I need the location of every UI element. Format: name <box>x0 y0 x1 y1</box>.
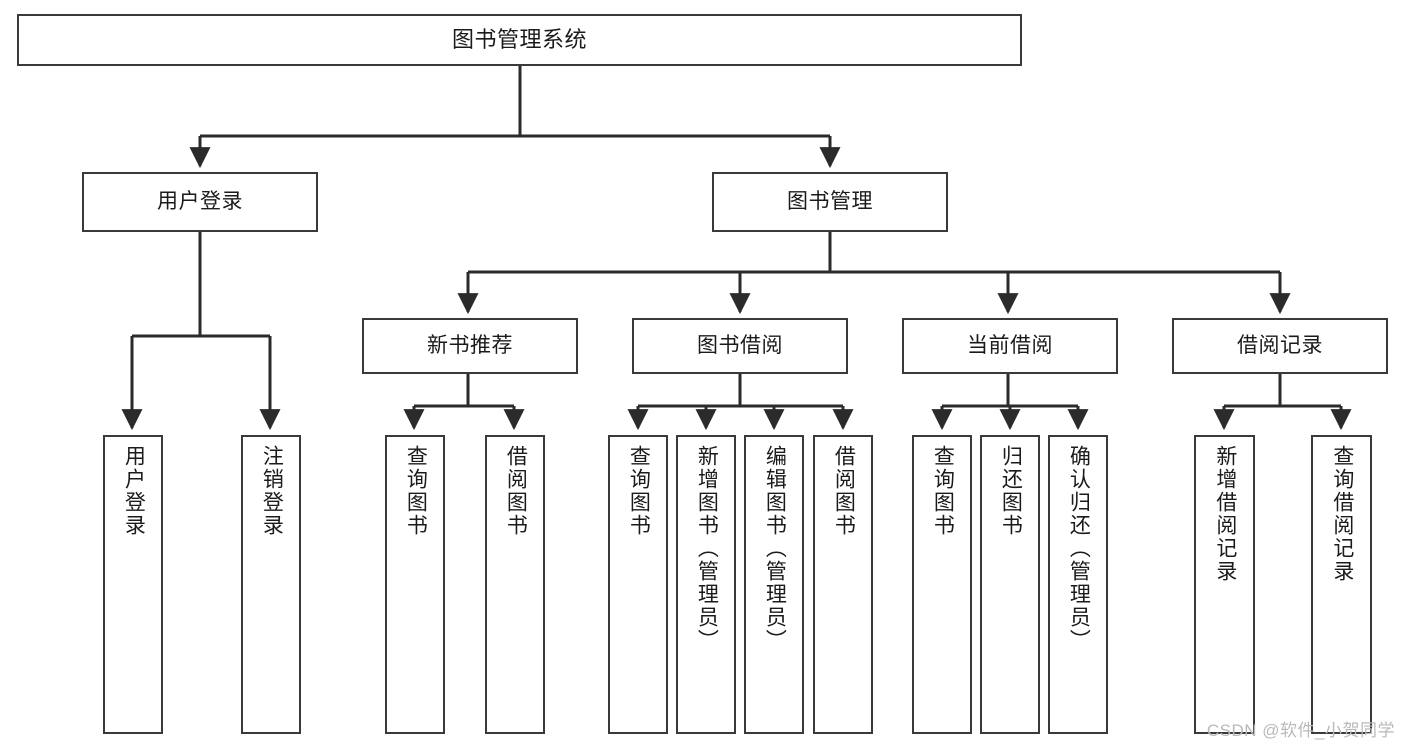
node-label: 图书管理 <box>787 189 873 213</box>
node-label: 用户登录 <box>157 189 243 213</box>
node-label: 注销登录 <box>260 445 284 537</box>
node-book-borrow[interactable]: 图书借阅 <box>632 318 848 374</box>
node-label: 新增借阅记录 <box>1213 445 1237 583</box>
node-label: 确认归还（管理员） <box>1067 445 1091 652</box>
leaf-user-login-logout[interactable]: 注销登录 <box>241 435 301 734</box>
leaf-borrow-record-query-record[interactable]: 查询借阅记录 <box>1311 435 1372 734</box>
leaf-user-login-login[interactable]: 用户登录 <box>103 435 163 734</box>
node-label: 图书管理系统 <box>451 27 587 53</box>
leaf-book-borrow-edit-book-admin[interactable]: 编辑图书（管理员） <box>744 435 804 734</box>
node-label: 归还图书 <box>999 445 1023 537</box>
node-label: 查询图书 <box>627 445 651 537</box>
node-label: 新书推荐 <box>427 333 513 357</box>
leaf-current-borrow-return-book[interactable]: 归还图书 <box>980 435 1040 734</box>
node-label: 借阅图书 <box>832 445 856 537</box>
node-user-login[interactable]: 用户登录 <box>82 172 318 232</box>
node-label: 图书借阅 <box>697 333 783 357</box>
leaf-book-borrow-add-book-admin[interactable]: 新增图书（管理员） <box>676 435 736 734</box>
node-new-book-recommend[interactable]: 新书推荐 <box>362 318 578 374</box>
node-label: 查询图书 <box>404 445 428 537</box>
node-label: 新增图书（管理员） <box>695 445 719 652</box>
node-label: 查询图书 <box>931 445 955 537</box>
csdn-watermark: CSDN @软件_小贺同学 <box>1206 721 1395 740</box>
leaf-book-borrow-borrow-book[interactable]: 借阅图书 <box>813 435 873 734</box>
leaf-current-borrow-query-book[interactable]: 查询图书 <box>912 435 972 734</box>
node-label: 编辑图书（管理员） <box>763 445 787 652</box>
node-root-system[interactable]: 图书管理系统 <box>17 14 1022 66</box>
node-label: 借阅图书 <box>504 445 528 537</box>
leaf-new-book-borrow-book[interactable]: 借阅图书 <box>485 435 545 734</box>
leaf-borrow-record-add-record[interactable]: 新增借阅记录 <box>1194 435 1255 734</box>
node-label: 查询借阅记录 <box>1330 445 1354 583</box>
node-book-management[interactable]: 图书管理 <box>712 172 948 232</box>
leaf-book-borrow-query-book[interactable]: 查询图书 <box>608 435 668 734</box>
node-label: 用户登录 <box>122 445 146 537</box>
node-borrow-record[interactable]: 借阅记录 <box>1172 318 1388 374</box>
leaf-current-borrow-confirm-return-admin[interactable]: 确认归还（管理员） <box>1048 435 1108 734</box>
node-label: 当前借阅 <box>967 333 1053 357</box>
leaf-new-book-query-book[interactable]: 查询图书 <box>385 435 445 734</box>
node-current-borrow[interactable]: 当前借阅 <box>902 318 1118 374</box>
node-label: 借阅记录 <box>1237 333 1323 357</box>
